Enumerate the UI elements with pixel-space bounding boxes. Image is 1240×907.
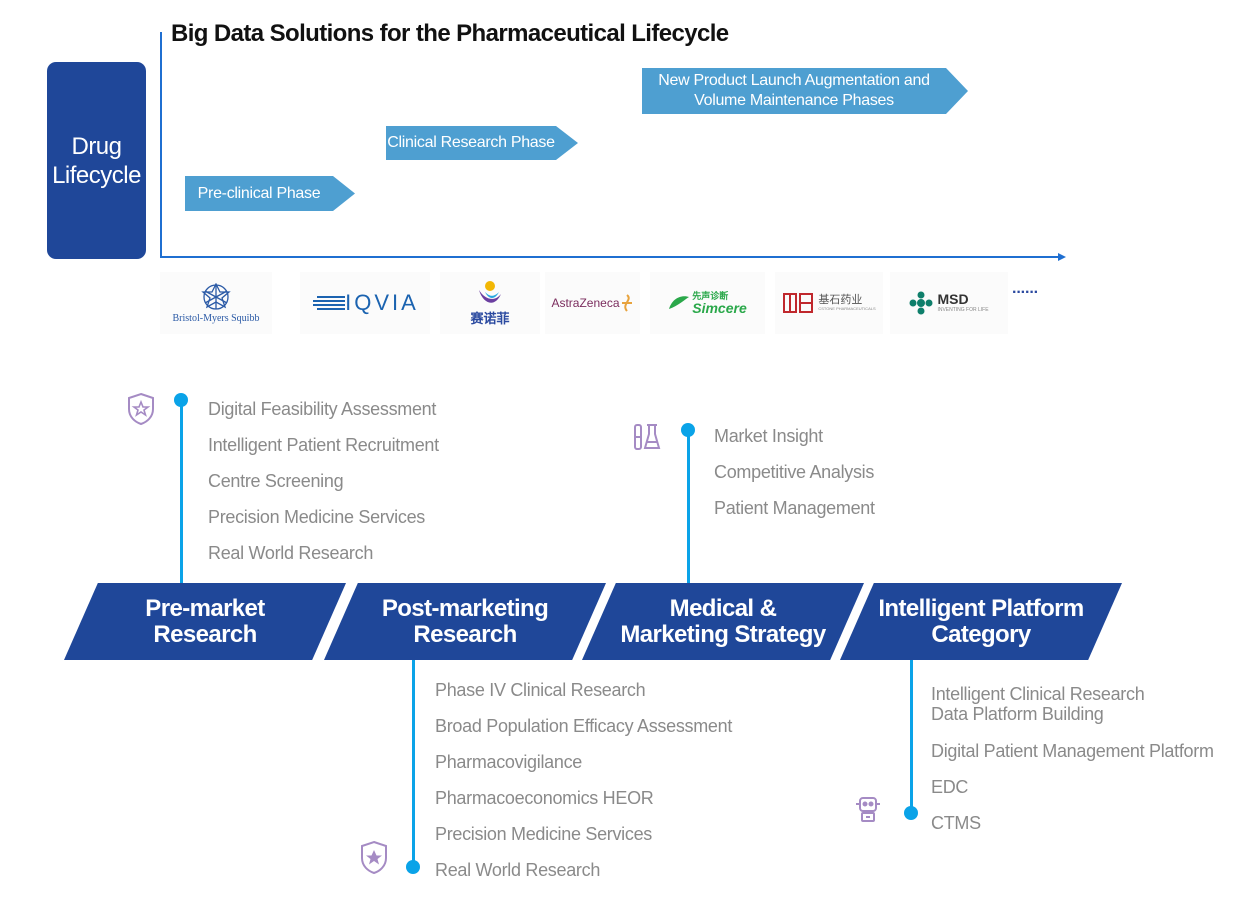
premarket-item: Intelligent Patient Recruitment <box>208 435 439 455</box>
lifecycle-axes <box>160 32 1066 261</box>
platform-item: CTMS <box>931 813 981 833</box>
category-medical-marketing: Medical & Marketing Strategy <box>582 583 864 660</box>
simcere-leaf-icon <box>669 296 690 309</box>
iqvia-lines-icon <box>313 296 346 310</box>
medical-connector-line <box>687 430 690 583</box>
logo-msd: MSD INVENTING FOR LIFE <box>890 272 1008 334</box>
logo-bristol-myers-squibb: Bristol-Myers Squibb <box>160 272 272 334</box>
premarket-item: Centre Screening <box>208 471 344 491</box>
premarket-item: Real World Research <box>208 543 374 563</box>
cstone-seal-icon <box>783 293 814 313</box>
shield-star-icon-bottom <box>361 840 387 875</box>
page-title: Big Data Solutions for the Pharmaceutica… <box>171 20 729 47</box>
postmarketing-connector-line <box>412 660 415 867</box>
postmarketing-item: Real World Research <box>435 860 601 880</box>
postmarketing-item: Pharmacovigilance <box>435 752 582 772</box>
astrazeneca-wordmark: AstraZeneca <box>551 296 620 310</box>
premarket-connector-dot <box>174 393 188 407</box>
platform-item: EDC <box>931 777 969 797</box>
category-postmarketing-research: Post-marketing Research <box>324 583 606 660</box>
bms-wordmark: Bristol-Myers Squibb <box>172 312 260 324</box>
platform-item: Intelligent Clinical Research Data Platf… <box>931 684 1145 724</box>
postmarketing-item: Precision Medicine Services <box>435 824 652 844</box>
medical-item: Market Insight <box>714 426 823 446</box>
logo-simcere: 先声诊断 Simcere <box>650 272 765 334</box>
msd-logo-icon <box>909 291 933 315</box>
postmarketing-item: Phase IV Clinical Research <box>435 680 646 700</box>
postmarketing-item: Pharmacoeconomics HEOR <box>435 788 654 808</box>
more-logos-ellipsis: ······ <box>1012 284 1039 301</box>
robot-icon <box>856 797 880 822</box>
lab-flask-icon <box>634 424 661 450</box>
logo-astrazeneca: AstraZeneca <box>545 272 640 334</box>
msd-wordmark: MSD <box>937 291 969 307</box>
cstone-wordmark: CSTONE PHARMACEUTICALS <box>818 306 876 311</box>
medical-item: Patient Management <box>714 498 875 518</box>
drug-lifecycle-label: Drug Lifecycle <box>52 132 141 189</box>
medical-item: Competitive Analysis <box>714 462 875 482</box>
premarket-item: Precision Medicine Services <box>208 507 425 527</box>
iqvia-wordmark: IQVIA <box>345 290 419 315</box>
postmarketing-item: Broad Population Efficacy Assessment <box>435 716 733 736</box>
logo-cstone: 基石药业 CSTONE PHARMACEUTICALS <box>775 272 883 334</box>
medical-connector-dot <box>681 423 695 437</box>
logo-iqvia: IQVIA <box>300 272 430 334</box>
phase-preclinical: Pre-clinical Phase <box>185 176 355 211</box>
platform-item: Digital Patient Management Platform <box>931 741 1214 761</box>
cstone-chinese-wordmark: 基石药业 <box>818 294 863 306</box>
sanofi-wordmark: 赛诺菲 <box>470 310 510 326</box>
postmarketing-connector-dot <box>406 860 420 874</box>
simcere-wordmark: Simcere <box>692 299 747 316</box>
phase-launch-augmentation: New Product Launch Augmentation and Volu… <box>642 68 968 114</box>
simcere-chinese-wordmark: 先声诊断 <box>692 290 729 301</box>
platform-connector-dot <box>904 806 918 820</box>
category-intelligent-platform: Intelligent Platform Category <box>840 583 1122 660</box>
x-axis-arrowhead <box>1058 253 1066 261</box>
astrazeneca-symbol-icon <box>621 294 632 312</box>
category-premarket-research: Pre-market Research <box>64 583 346 660</box>
msd-tagline: INVENTING FOR LIFE <box>937 307 989 313</box>
shield-star-icon <box>128 392 154 426</box>
drug-lifecycle-box: Drug Lifecycle <box>47 62 146 259</box>
premarket-item: Digital Feasibility Assessment <box>208 399 437 419</box>
phase-clinical-research: Clinical Research Phase <box>386 126 578 160</box>
bms-star-icon <box>201 282 231 310</box>
platform-connector-line <box>910 660 913 813</box>
sanofi-bird-icon <box>479 280 501 303</box>
premarket-connector-line <box>180 400 183 583</box>
logo-sanofi: 赛诺菲 <box>440 272 540 334</box>
